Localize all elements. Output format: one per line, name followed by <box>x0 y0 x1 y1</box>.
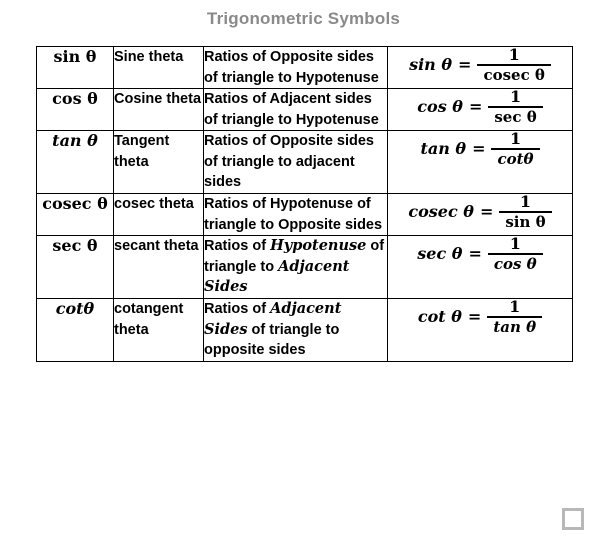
fraction-numerator: 1 <box>509 129 522 149</box>
cell-name: Tangent theta <box>113 130 204 195</box>
meaning-part: Adjacent Sides <box>204 257 350 296</box>
cell-name: cosec theta <box>113 193 204 237</box>
cell-name: Cosine theta <box>113 88 204 132</box>
cell-meaning: Ratios of Adjacent sides of triangle to … <box>203 88 388 132</box>
formula-lhs: sec θ <box>417 244 463 264</box>
fraction-bar <box>487 315 543 318</box>
cell-symbol: sec θ <box>36 235 114 299</box>
cell-symbol: tan θ <box>36 130 114 195</box>
formula-lhs: tan θ <box>420 139 467 159</box>
fraction-bar <box>488 106 543 109</box>
fraction-denominator: cotθ <box>497 150 534 169</box>
fraction-denominator: cosec θ <box>483 66 545 84</box>
fraction-denominator: sec θ <box>494 108 537 127</box>
formula-equals-sign: = <box>472 139 486 159</box>
meaning-part: Adjacent Sides <box>204 299 342 338</box>
formula-equals-sign: = <box>467 306 482 326</box>
meaning-part: Ratios of Opposite sides of triangle to … <box>204 49 379 86</box>
formula-equals-sign: = <box>468 97 483 117</box>
page-title: Trigonometric Symbols <box>206 9 401 28</box>
cell-symbol: sin θ <box>36 45 114 90</box>
cell-name: secant theta <box>113 235 204 299</box>
formula-lhs: sin θ <box>409 55 453 74</box>
cell-meaning: Ratios of Adjacent Sides of triangle to … <box>203 297 388 362</box>
cell-name: cotangent theta <box>113 297 204 362</box>
fraction-numerator: 1 <box>509 234 521 254</box>
formula-equals-sign: = <box>468 244 482 264</box>
formula-lhs: cot θ <box>417 306 462 326</box>
meaning-part: of triangle to opposite sides <box>204 321 340 359</box>
meaning-part: Ratios of Adjacent sides of triangle to … <box>204 91 379 128</box>
fraction-bar <box>487 253 543 256</box>
meaning-part: Ratios of Hypotenuse of triangle to Oppo… <box>204 196 383 233</box>
formula-equation: sin θ = 1 cosec θ <box>409 47 551 83</box>
meaning-part: Ratios of <box>204 238 271 255</box>
meaning-part: of triangle to <box>204 238 385 275</box>
cell-symbol: cosec θ <box>36 193 114 237</box>
formula-lhs: cos θ <box>417 97 463 117</box>
formula-equals-sign: = <box>479 202 494 222</box>
fraction-bar <box>499 211 552 214</box>
resize-handle-icon[interactable] <box>562 508 584 530</box>
cell-name: Sine theta <box>113 45 204 90</box>
cell-symbol: cos θ <box>36 88 114 132</box>
cell-formula: sin θ = 1 cosec θ <box>387 45 573 90</box>
cell-meaning: Ratios of Opposite sides of triangle to … <box>203 130 388 195</box>
fraction-numerator: 1 <box>509 296 521 316</box>
meaning-part: Ratios of <box>204 300 271 317</box>
fraction-numerator: 1 <box>508 45 520 64</box>
fraction-denominator: sin θ <box>505 213 546 232</box>
cell-meaning: Ratios of Hypotenuse of triangle to Adja… <box>203 235 388 299</box>
fraction-denominator: tan θ <box>493 317 537 336</box>
fraction-bar <box>477 64 551 66</box>
meaning-part: Hypotenuse <box>270 237 367 255</box>
cell-meaning: Ratios of Opposite sides of triangle to … <box>203 45 388 90</box>
fraction-denominator: cos θ <box>493 255 537 274</box>
fraction-numerator: 1 <box>509 87 522 107</box>
cell-meaning: Ratios of Hypotenuse of triangle to Oppo… <box>203 193 388 237</box>
cell-symbol: cotθ <box>36 297 114 362</box>
meaning-part: Ratios of Opposite sides of triangle to … <box>204 133 374 191</box>
formula-equals-sign: = <box>458 55 472 74</box>
formula-lhs: cosec θ <box>408 202 474 222</box>
fraction-bar <box>491 148 540 151</box>
formula-fraction: 1 cosec θ <box>477 47 551 83</box>
fraction-numerator: 1 <box>519 192 532 212</box>
